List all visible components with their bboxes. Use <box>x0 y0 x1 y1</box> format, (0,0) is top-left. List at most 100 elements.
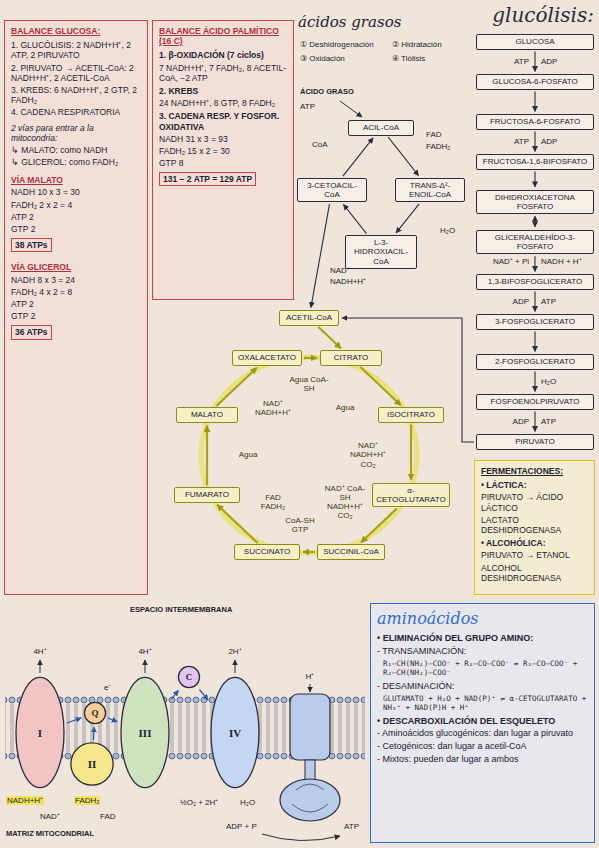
proton-pump-arrow <box>40 660 41 673</box>
node-text: • ALCOHÓLICA: <box>481 538 588 548</box>
node-text: MALATO <box>180 410 234 419</box>
node-text: aminoácidos <box>377 609 588 628</box>
pathway-arrow <box>344 205 367 234</box>
node-text: BALANCE GLUCOSA: <box>11 26 141 36</box>
annotation-label: 4H⁺ <box>138 647 151 656</box>
annotation-label: Agua <box>233 450 263 459</box>
node-text: GTP 8 <box>159 158 287 168</box>
annotation-label: CoA-SH GTP <box>280 516 320 534</box>
atp-synthase-stalk <box>305 760 315 780</box>
complex-shape: II <box>70 742 114 786</box>
annotation-label: Agua <box>330 403 360 412</box>
node-text: 2 vías para entrar a la mitocondria: <box>11 123 141 143</box>
node-text: CITRATO <box>324 353 378 362</box>
annotation-label: 2H⁺ <box>228 647 241 656</box>
node-text: OXALACETATO <box>236 353 298 362</box>
pathway-arrow <box>108 718 117 722</box>
annotation-label: ADP <box>513 297 529 306</box>
annotation-label: H₂O <box>440 226 455 235</box>
pathway-arrow <box>534 372 535 392</box>
annotation-label: ATP <box>541 297 556 306</box>
node-text: - TRANSAMINACIÓN: <box>377 646 588 657</box>
metabolite-box: SUCCINATO <box>234 544 300 559</box>
node-text: FUMARATO <box>178 490 236 499</box>
pathway-arrow <box>93 727 95 740</box>
node-text: ↳ GLICEROL: como FADH₂ <box>11 157 141 167</box>
metabolite-box: 3-CETOACIL-CoA <box>297 178 367 202</box>
complex-shape: III <box>120 675 170 790</box>
annotation-label: NADH + H⁺ <box>541 257 582 266</box>
node-text: FOSFOENOLPIRUVATO <box>480 397 590 406</box>
metabolite-box: MALATO <box>176 407 238 422</box>
annotation-label: ATP <box>300 102 315 111</box>
shape-outline-path <box>71 743 113 785</box>
annotation-label: ADP + P <box>226 822 257 831</box>
node-text: L-3-HIDROXIACIL-CoA <box>349 238 413 266</box>
annotation-label: NAD⁺ NADH+H⁺ <box>251 399 295 417</box>
node-text: 36 ATPs <box>11 325 52 339</box>
node-text: DIHIDROXIACETONA FOSFATO <box>480 193 590 211</box>
annotation-label: ① Deshidrogenación <box>300 40 374 49</box>
node-text: R₁–CH(NH₂)–COO⁻ + R₂–CO–COO⁻ ⇌ R₁–CO–COO… <box>383 659 588 677</box>
node-text: - Mixtos: pueden dar lugar a ambos <box>377 754 588 765</box>
node-text: 2. PIRUVATO → ACETIL-CoA: 2 NADH+H⁺, 2 A… <box>11 63 141 83</box>
metabolite-box: 2-FOSFOGLICERATO <box>476 354 594 369</box>
pathway-arrow <box>361 509 397 543</box>
pathway-arrow <box>311 204 330 307</box>
annotation-label: NAD⁺ <box>330 266 350 275</box>
pathway-arrow <box>171 690 178 699</box>
metabolite-box: CITRATO <box>320 350 382 365</box>
metabolite-box: GLUCOSA-6-FOSFATO <box>476 74 594 89</box>
node-text: Q <box>91 708 98 718</box>
annotation-label: ADP <box>513 417 529 426</box>
node-text: FADH₂ 2 x 2 = 4 <box>11 200 141 210</box>
annotation-label: NADH+H⁺ <box>330 277 366 286</box>
annotation-label: FADH₂ <box>426 142 450 151</box>
pathway-arrow <box>360 367 400 405</box>
phosphorylation-arrow <box>262 834 340 841</box>
annotation-label: 4H⁺ <box>33 647 46 656</box>
node-text: NADH 8 x 3 = 24 <box>11 275 141 285</box>
node-text: 38 ATPs <box>11 238 52 252</box>
pathway-arrow <box>534 132 535 152</box>
metabolite-box: ACETIL-CoA <box>279 310 339 325</box>
fermentation-panel: FERMENTACIONES:• LÁCTICA:PIRUVATO → ÁCID… <box>474 460 595 595</box>
node-text: PIRUVATO → ETANOL <box>481 550 588 560</box>
pathway-arrow <box>534 52 535 72</box>
node-text: 1. GLUCÓLISIS: 2 NADH+H⁺, 2 ATP, 2 PIRUV… <box>11 40 141 60</box>
krebs-ring <box>201 357 417 553</box>
node-text: GLICERALDEHÍDO-3-FOSFATO <box>480 233 590 251</box>
pathway-arrow <box>199 690 208 701</box>
pathway-arrow <box>534 292 535 312</box>
node-text: 131 − 2 ATP = 129 ATP <box>159 172 256 186</box>
node-text: FERMENTACIONES: <box>481 466 588 476</box>
node-text: II <box>88 758 97 770</box>
page-title: glucólisis: <box>492 3 594 27</box>
pathway-arrow <box>534 216 535 227</box>
atp-synthase-f0 <box>290 694 330 760</box>
annotation-label: FAD FADH₂ <box>253 493 293 511</box>
pathway-arrow <box>534 412 535 432</box>
node-text: FRUCTOSA-6-FOSFATO <box>480 117 590 126</box>
pathway-arrow <box>534 92 535 112</box>
annotation-label: e⁻ <box>104 683 111 692</box>
node-text: 1,3-BIFOSFOGLICERATO <box>480 277 590 286</box>
pathway-arrow <box>206 426 208 486</box>
annotation-label: ½O₂ + 2H⁺ <box>180 798 218 807</box>
annotation-label: ESPACIO INTERMEMBRANA <box>130 606 232 615</box>
node-text: 2. KREBS <box>159 86 287 96</box>
node-text: NADH 31 x 3 = 93 <box>159 134 287 144</box>
node-text: - Cetogénicos: dan lugar a acetil-CoA <box>377 741 588 752</box>
node-text: TRANS-Δ²-ENOIL-CoA <box>399 181 461 199</box>
metabolite-box: FRUCTOSA-1,6-BIFOSFATO <box>476 154 594 169</box>
ubiquinone-shape: Q <box>84 702 106 724</box>
node-text: VÍA GLICEROL <box>11 262 141 272</box>
pathway-arrow <box>303 551 315 553</box>
node-text: C <box>186 672 193 682</box>
shape-outline-path <box>84 702 105 723</box>
annotation-label: FAD <box>426 130 442 139</box>
node-text: 7 NADH+H⁺, 7 FADH₂, 8 ACETIL-CoA, −2 ATP <box>159 63 287 83</box>
node-text: ATP 2 <box>11 299 141 309</box>
